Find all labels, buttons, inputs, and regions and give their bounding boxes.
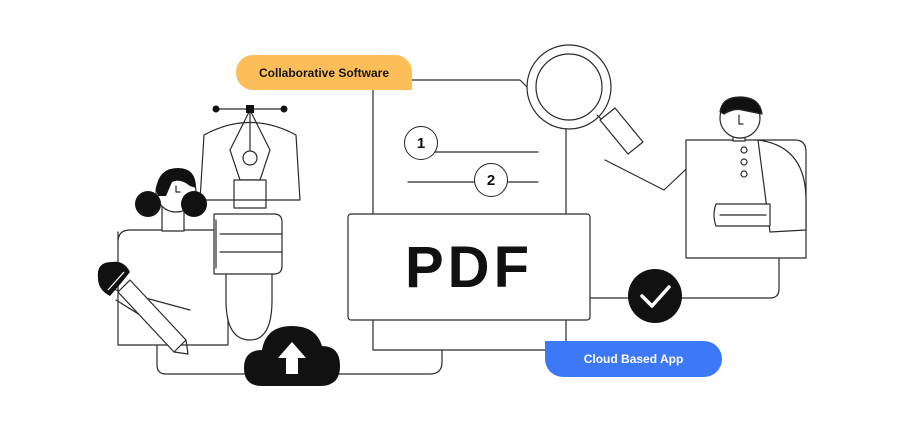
anchor-point xyxy=(246,105,254,113)
step-1-circle: 1 xyxy=(404,126,438,160)
man-figure xyxy=(604,96,807,259)
check-circle-icon xyxy=(628,269,682,323)
hair-bun-left xyxy=(135,191,161,217)
anchor-point xyxy=(212,105,220,113)
cloud-based-app-badge: Cloud Based App xyxy=(545,341,722,377)
step-2-circle: 2 xyxy=(474,163,508,197)
magnifying-glass-icon xyxy=(526,44,644,155)
woman-figure xyxy=(115,171,283,355)
hair xyxy=(156,168,196,196)
pdf-card xyxy=(347,213,591,321)
cloud-upload-icon xyxy=(244,326,340,386)
connector-line xyxy=(590,257,780,299)
pen-tool-icon xyxy=(199,108,301,209)
pdf-label: PDF xyxy=(405,234,533,300)
hand-fist xyxy=(97,261,130,296)
collaborative-software-badge: Collaborative Software xyxy=(236,55,412,90)
hair-bun-right xyxy=(181,191,207,217)
anchor-point xyxy=(280,105,288,113)
